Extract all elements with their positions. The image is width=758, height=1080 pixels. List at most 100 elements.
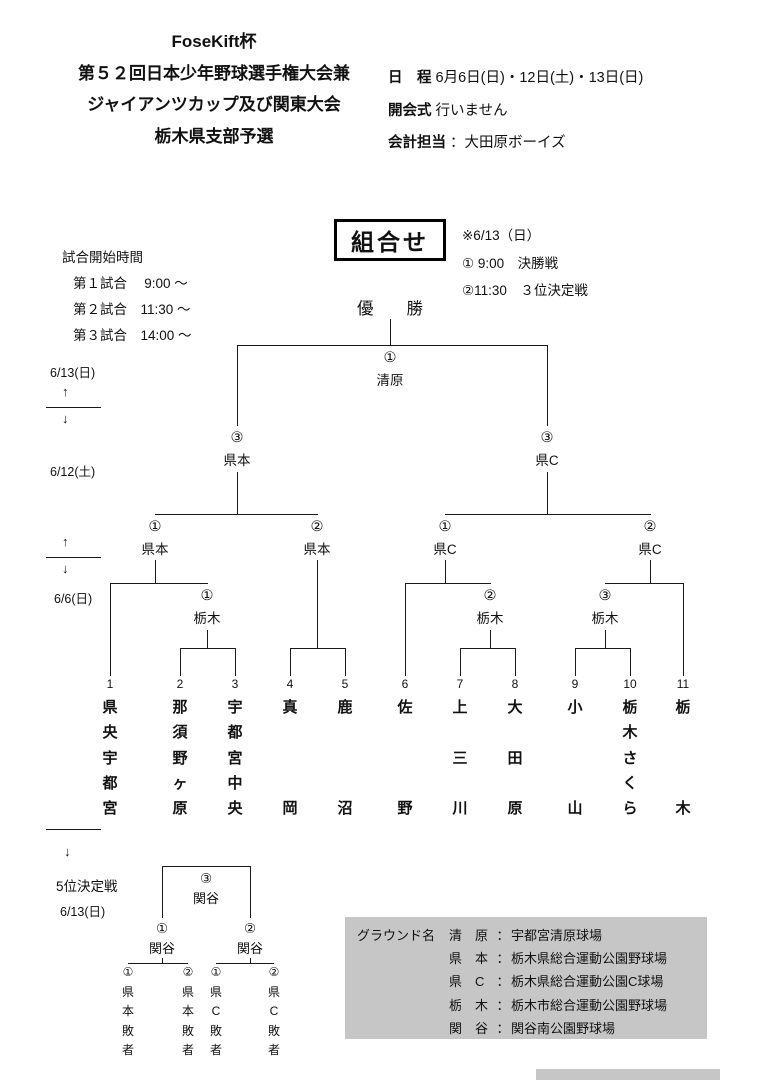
match-number: ①	[383, 350, 397, 366]
bracket-line	[515, 648, 516, 676]
fifth-place-title: 5位決定戦	[56, 879, 118, 894]
match-qf1: ① 県本	[142, 517, 169, 561]
bracket-line	[683, 583, 684, 676]
match-venue: 栃木	[591, 611, 619, 626]
bracket-line	[490, 630, 491, 648]
ground-abbr: 県 C	[449, 974, 485, 990]
team-column-4: 4 真岡	[282, 677, 297, 816]
team-number: 7	[456, 677, 464, 691]
match-venue: 県C	[535, 453, 559, 468]
bracket-line	[460, 648, 516, 649]
event-info: 日 程 6月6日(日)・12日(土)・13日(日) 開会式 行いません 会計担当…	[388, 62, 643, 160]
team-name: 那須野ヶ原	[172, 699, 188, 817]
grounds-row: 栃 木 ： 栃木市総合運動公園野球場	[357, 994, 699, 1017]
bracket-line	[237, 345, 548, 346]
bracket-line	[460, 648, 461, 676]
ground-name: 宇都宮清原球場	[511, 928, 603, 943]
team-name: 県央宇都宮	[102, 699, 118, 817]
start-times: 試合開始時間 第１試合 9:00 ～ 第２試合 11:30 ～ 第３試合 14:…	[62, 245, 192, 349]
ground-abbr: 清 原	[449, 928, 489, 943]
match-number: ①	[155, 921, 169, 936]
accounting-row: 会計担当 ：大田原ボーイズ	[388, 127, 643, 160]
bracket-line	[162, 958, 163, 963]
bracket-line	[290, 648, 346, 649]
team-name: 大田原	[507, 699, 523, 817]
grounds-row: グラウンド名 清 原 ： 宇都宮清原球場	[357, 924, 699, 947]
match-venue: 関谷	[148, 941, 176, 956]
match-venue: 栃木	[476, 611, 504, 626]
match-venue: 県本	[303, 542, 331, 557]
match-qf2: ② 県本	[304, 517, 331, 561]
schedule-label: 日 程	[388, 70, 432, 86]
ground-name: 関谷南公園野球場	[511, 1020, 616, 1036]
final-day-notes: ※6/13（日） ① 9:00 決勝戦 ②11:30 ３位決定戦	[462, 222, 588, 305]
bracket-line	[155, 514, 318, 515]
up-arrow-icon: ↑	[62, 534, 69, 549]
team-name: 宇都宮中央	[227, 699, 243, 817]
match-number: ①	[148, 519, 162, 535]
team-name: 鹿沼	[337, 699, 353, 817]
ground-colon: ：	[496, 951, 510, 967]
match-number: ③	[230, 430, 244, 446]
team-number: 11	[676, 677, 690, 691]
accounting-value: ：大田原ボーイズ	[450, 135, 566, 151]
bracket-line	[180, 648, 181, 676]
champion-label: 優 勝	[357, 300, 423, 318]
bracket-line	[345, 648, 346, 676]
down-arrow-icon: ↓	[62, 561, 69, 576]
note-line-2: ②11:30 ３位決定戦	[462, 283, 588, 298]
ground-abbr: 県 本	[449, 951, 489, 967]
down-arrow-icon: ↓	[64, 844, 71, 859]
date-6-12: 6/12(土)	[50, 465, 96, 479]
title-line-4: 栃木県支部予選	[154, 126, 274, 146]
match-final: ① 清原	[377, 348, 404, 392]
note-date: ※6/13（日）	[462, 228, 541, 243]
bracket-line	[162, 866, 163, 918]
ground-name: 栃木県総合運動公園野球場	[511, 951, 668, 967]
ground-name: 栃木市総合運動公園野球場	[511, 997, 668, 1013]
opening-value: 行いません	[435, 102, 508, 119]
grounds-label: グラウンド名	[357, 928, 436, 943]
bracket-line	[445, 560, 446, 583]
team-column-3: 3 宇都宮中央	[227, 677, 242, 816]
match-sf-left: ③ 県本	[224, 428, 251, 472]
ground-colon: ：	[496, 1020, 510, 1036]
ground-colon: ：	[496, 928, 510, 943]
grounds-label-spacer	[357, 947, 449, 970]
opening-row: 開会式 行いません	[388, 95, 643, 128]
team-name: 栃木さくら	[622, 699, 638, 817]
match-r1c: ③ 栃木	[592, 586, 619, 630]
team-name: 小山	[567, 699, 583, 817]
grounds-row: 県 本 ： 栃木県総合運動公園野球場	[357, 947, 699, 970]
team-number: 5	[341, 677, 349, 691]
match-r1a: ① 栃木	[194, 586, 221, 630]
team-column-8: 8 大田原	[507, 677, 522, 816]
bracket-line	[180, 648, 236, 649]
match-number: ②	[643, 519, 657, 535]
schedule-row: 日 程 6月6日(日)・12日(土)・13日(日)	[388, 62, 643, 95]
bracket-line	[405, 583, 491, 584]
ground-name: 栃木県総合運動公園C球場	[511, 974, 664, 990]
bracket-line	[405, 583, 406, 676]
team-name: 真岡	[282, 699, 298, 817]
fifth-place-date: 6/13(日)	[60, 905, 106, 919]
grounds-row: 関 谷 ： 関谷南公園野球場	[357, 1017, 699, 1040]
grounds-label-spacer	[357, 1017, 449, 1040]
team-column-11: 11 栃木	[675, 677, 690, 816]
time-line-3: 第３試合 14:00 ～	[73, 328, 192, 343]
match-venue: 県C	[433, 542, 457, 557]
match-number: ①	[438, 519, 452, 535]
bracket-line	[317, 560, 318, 648]
match-number: ②	[483, 588, 497, 604]
bracket-line	[605, 583, 684, 584]
match-qf3: ① 県C	[433, 517, 456, 561]
team-number: 9	[571, 677, 579, 691]
team-name: 佐野	[397, 699, 413, 817]
date-6-13: 6/13(日)	[50, 366, 96, 380]
team-number: 4	[286, 677, 294, 691]
match-qf4: ② 県C	[638, 517, 661, 561]
